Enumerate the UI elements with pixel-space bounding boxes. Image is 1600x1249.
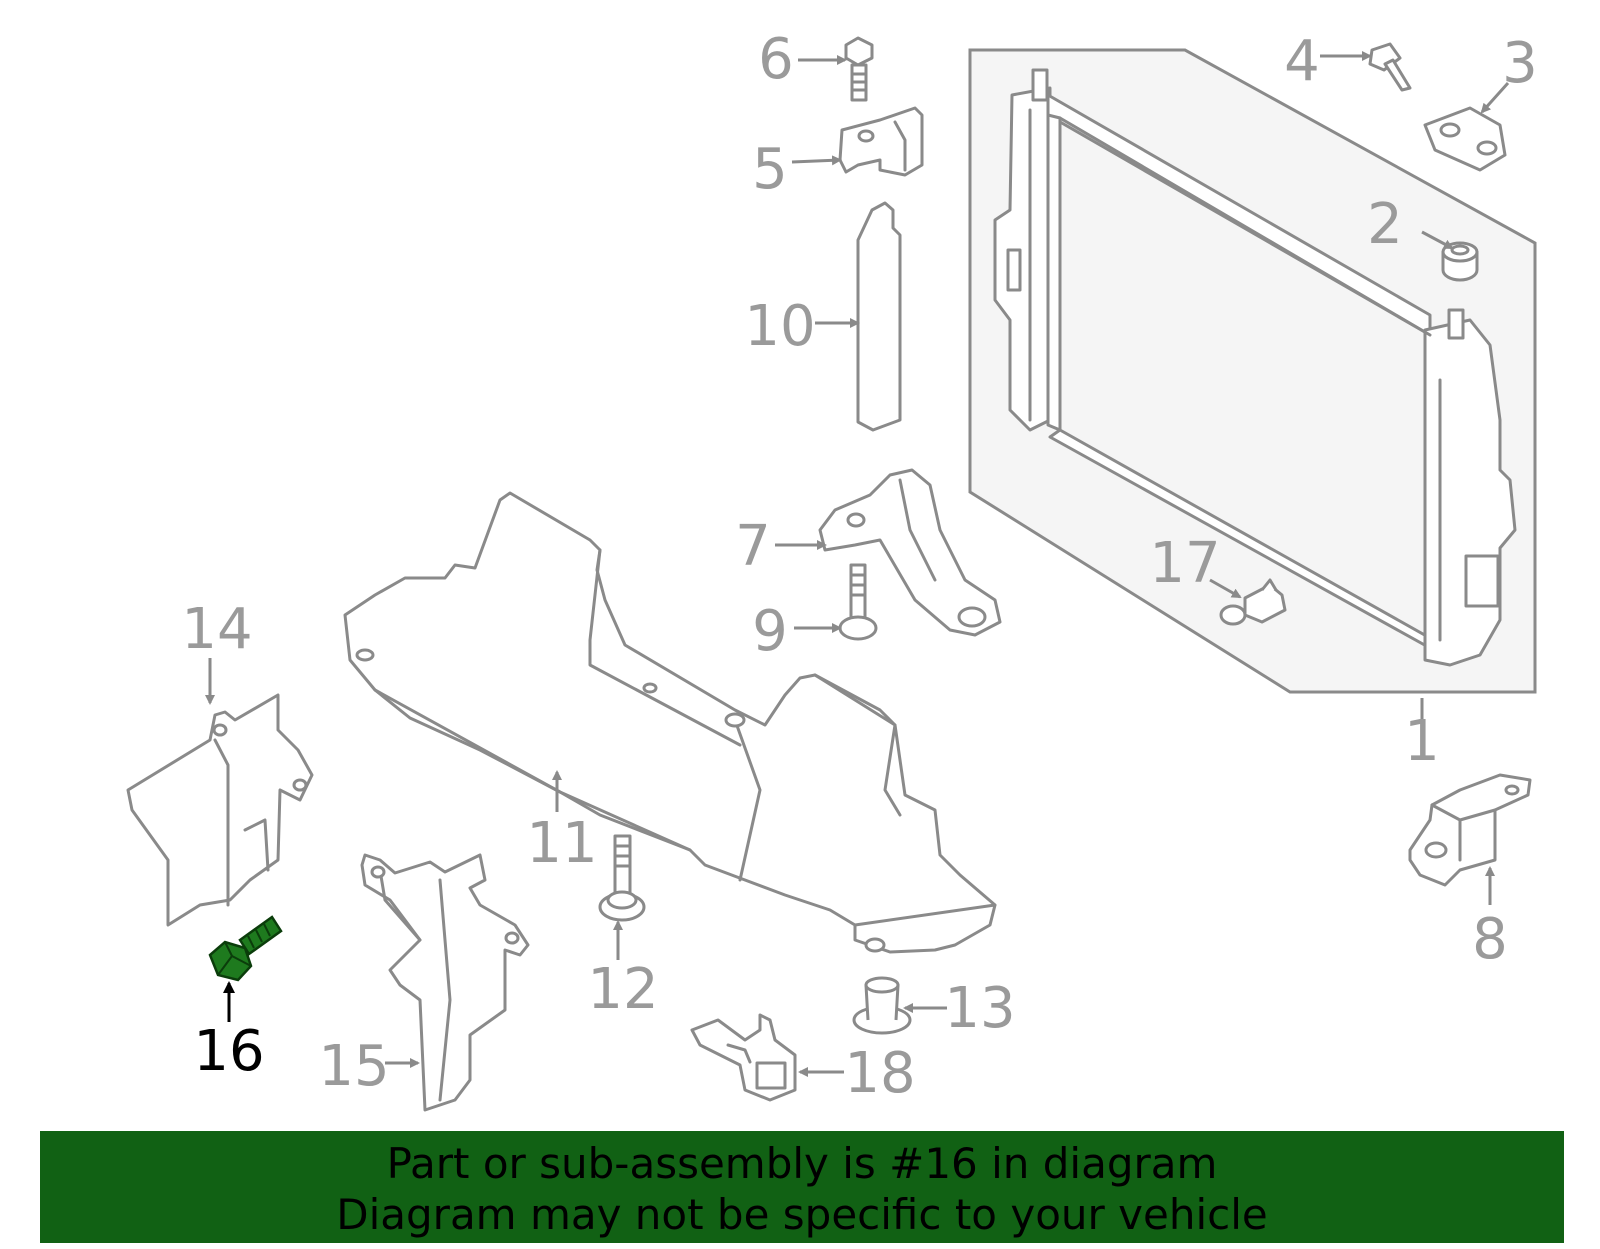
- callout-10: 10: [744, 294, 815, 359]
- callout-4: 4: [1284, 29, 1320, 94]
- callout-18: 18: [844, 1041, 915, 1106]
- callout-1: 1: [1404, 709, 1440, 774]
- bracket-part-8: [1408, 773, 1532, 887]
- bolt-part-9: [838, 563, 878, 641]
- air-guide-part-14: [126, 693, 314, 927]
- leader-line-2: [1421, 230, 1454, 250]
- callout-13: 13: [944, 976, 1015, 1041]
- leader-line-3: [1480, 81, 1510, 114]
- mount-bracket-part-3: [1423, 106, 1507, 172]
- bolt-part-12: [598, 834, 646, 922]
- callout-11: 11: [526, 811, 597, 876]
- bolt-part-6: [844, 36, 874, 102]
- callout-6: 6: [758, 27, 794, 92]
- callout-15: 15: [318, 1034, 389, 1099]
- air-guide-part-15: [360, 853, 530, 1112]
- callout-5: 5: [752, 137, 788, 202]
- banner-line-disclaimer: Diagram may not be specific to your vehi…: [336, 1190, 1268, 1239]
- parts-diagram: 1 2 3 4 5 6 7 8 9 10 11 12 13 14 15 16 1…: [126, 27, 1538, 1112]
- callout-8: 8: [1472, 907, 1508, 972]
- sensor-part-18: [690, 1013, 797, 1102]
- callout-14: 14: [181, 597, 252, 662]
- callout-9: 9: [752, 599, 788, 664]
- banner-line-part-number: Part or sub-assembly is #16 in diagram: [386, 1139, 1218, 1188]
- callout-12: 12: [587, 957, 658, 1022]
- callout-2: 2: [1367, 192, 1403, 257]
- radiator-assembly-part-1: [968, 48, 1537, 694]
- info-banner: Part or sub-assembly is #16 in diagram D…: [40, 1131, 1564, 1243]
- callout-7: 7: [735, 514, 771, 579]
- callout-3: 3: [1502, 31, 1538, 96]
- bolt-part-16-highlighted: [208, 915, 283, 982]
- grommet-part-2: [1441, 241, 1479, 282]
- leader-line-17: [1209, 578, 1242, 599]
- seal-strip-part-10: [856, 201, 902, 432]
- grommet-part-13: [852, 976, 912, 1035]
- callout-17: 17: [1149, 531, 1220, 596]
- bracket-part-7: [818, 468, 1002, 637]
- sensor-part-17: [1219, 578, 1287, 626]
- bolt-part-4: [1368, 42, 1412, 92]
- callout-16: 16: [193, 1019, 264, 1084]
- leader-line-5: [791, 155, 842, 166]
- bracket-part-5: [838, 106, 924, 177]
- air-deflector-part-11: [343, 491, 997, 954]
